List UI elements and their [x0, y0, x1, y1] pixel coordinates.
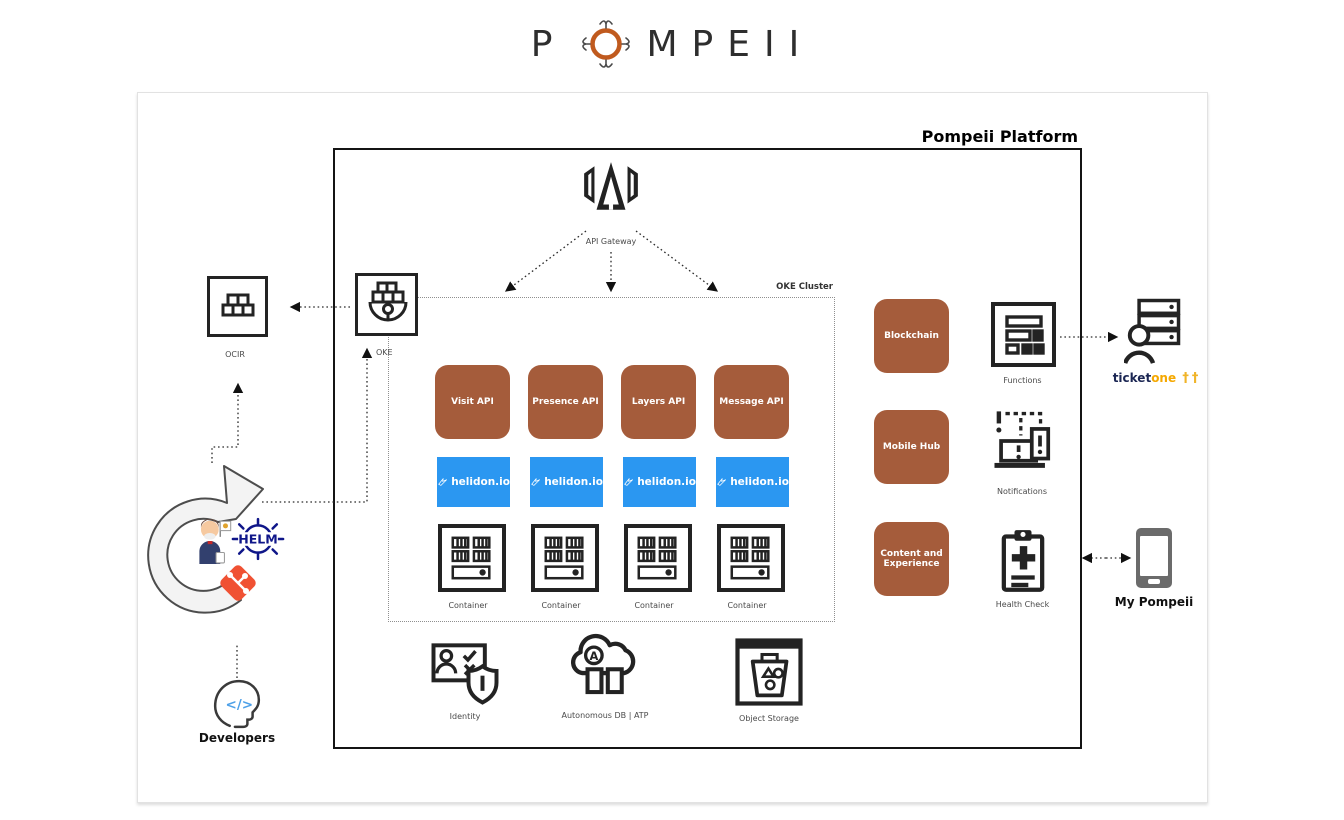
logo-ornate-o-icon: [578, 16, 634, 72]
notifications-label: Notifications: [996, 487, 1048, 496]
code-glyph: </>: [226, 697, 254, 713]
container-label-2: Container: [541, 601, 581, 610]
page-frame: [137, 92, 1208, 803]
container-icon-4: [717, 524, 785, 592]
ticketone-logo: ticketone ††: [1112, 371, 1202, 386]
oke-icon: [355, 273, 418, 336]
helidon-label: helidon.io: [544, 476, 603, 488]
helidon-label: helidon.io: [637, 476, 696, 488]
ticketone-logo-ticket: ticket: [1112, 371, 1152, 385]
oke-label: OKE: [376, 348, 393, 357]
container-icon-1: [438, 524, 506, 592]
object-storage-label: Object Storage: [739, 714, 799, 723]
health-check-label: Health Check: [995, 600, 1050, 609]
presence-api-box: Presence API: [528, 365, 603, 439]
identity-label: Identity: [449, 712, 481, 721]
message-api-box: Message API: [714, 365, 789, 439]
autonomous-db-label: Autonomous DB | ATP: [561, 711, 649, 720]
helm-text: HELM: [238, 532, 278, 547]
visit-api-box: Visit API: [435, 365, 510, 439]
ocir-icon: [207, 276, 268, 337]
container-label-3: Container: [634, 601, 674, 610]
blockchain-box: Blockchain: [874, 299, 949, 373]
layers-api-box: Layers API: [621, 365, 696, 439]
jenkins-icon: [196, 516, 232, 564]
logo-letter-p: P: [530, 23, 567, 65]
helidon-label: helidon.io: [451, 476, 510, 488]
phone-screen: [1140, 536, 1168, 576]
container-label-4: Container: [727, 601, 767, 610]
content-experience-box: Content and Experience: [874, 522, 949, 596]
helm-icon: HELM: [228, 516, 288, 562]
api-gateway-label: API Gateway: [585, 237, 637, 246]
api-gateway-icon: [580, 160, 642, 216]
my-pompeii-phone-icon: [1136, 528, 1172, 588]
helidon-box-4: helidon.io: [716, 457, 789, 507]
helidon-label: helidon.io: [730, 476, 789, 488]
phone-home-button: [1148, 579, 1160, 584]
mobile-hub-box: Mobile Hub: [874, 410, 949, 484]
ticketone-ornament-icon: ††: [1182, 371, 1202, 386]
functions-label: Functions: [1003, 376, 1042, 385]
helidon-bird-icon: [717, 478, 726, 486]
my-pompeii-label: My Pompeii: [1114, 595, 1194, 609]
autonomous-db-icon: A: [566, 631, 642, 705]
platform-title: Pompeii Platform: [921, 127, 1078, 146]
helidon-bird-icon: [438, 478, 447, 486]
logo-letters-mpeii: MPEII: [646, 23, 814, 65]
helidon-box-2: helidon.io: [530, 457, 603, 507]
platform-box: [333, 148, 1082, 749]
ticketone-logo-one: one: [1151, 371, 1177, 385]
oke-cluster-box: [388, 297, 835, 622]
pompeii-logo: P MPEII: [0, 16, 1344, 72]
developers-icon: </>: [213, 678, 261, 730]
health-check-icon: [999, 528, 1047, 594]
git-icon: [216, 561, 260, 605]
helidon-box-3: helidon.io: [623, 457, 696, 507]
helidon-bird-icon: [624, 478, 633, 486]
developers-label: Developers: [198, 731, 276, 745]
ticketone-icon: [1124, 298, 1182, 368]
container-icon-2: [531, 524, 599, 592]
identity-icon: [430, 636, 500, 706]
functions-icon: [991, 302, 1056, 367]
oke-cluster-label: OKE Cluster: [776, 282, 833, 292]
container-label-1: Container: [448, 601, 488, 610]
container-icon-3: [624, 524, 692, 592]
notifications-icon: [991, 407, 1055, 475]
ocir-label: OCIR: [225, 350, 245, 359]
object-storage-icon: [734, 637, 804, 707]
helidon-box-1: helidon.io: [437, 457, 510, 507]
svg-text:A: A: [589, 649, 598, 663]
helidon-bird-icon: [531, 478, 540, 486]
cicd-loop-arrow-icon: [130, 450, 290, 650]
